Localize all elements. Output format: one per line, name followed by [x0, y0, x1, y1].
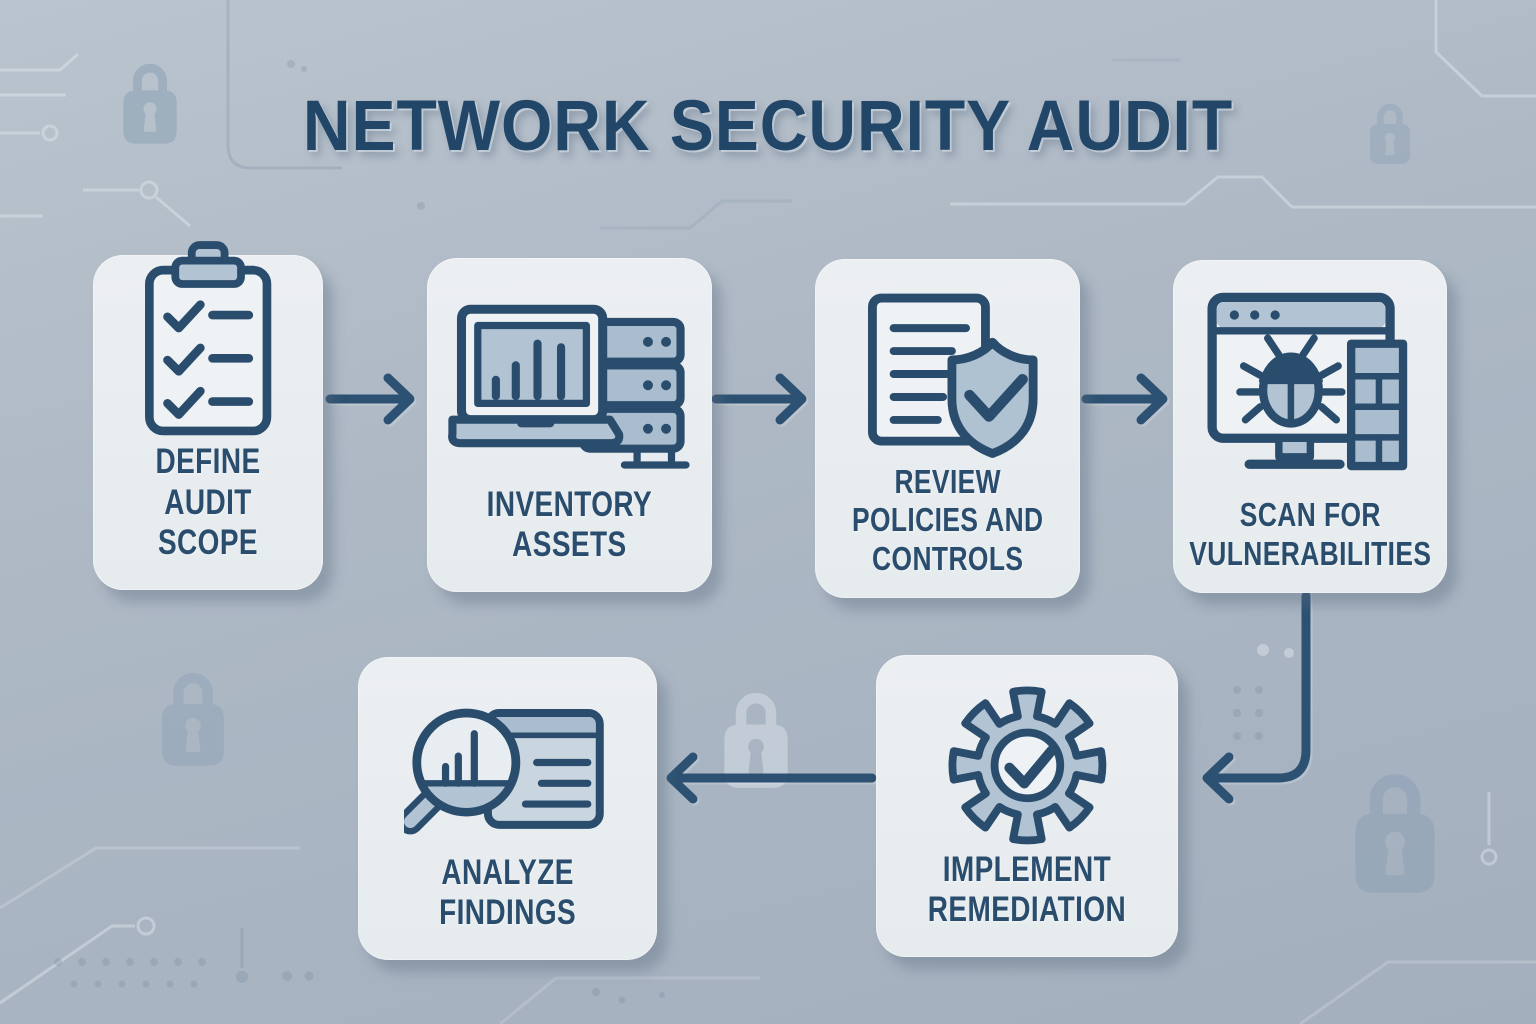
step-label: ANALYZE FINDINGS — [438, 852, 576, 933]
padlock-watermark-icon — [1355, 781, 1434, 893]
step-label: IMPLEMENT REMEDIATION — [927, 849, 1127, 930]
padlock-watermark-icon — [162, 678, 224, 766]
step-label: DEFINE AUDIT SCOPE — [155, 442, 261, 563]
step-card-analyze-findings: ANALYZE FINDINGS — [358, 657, 657, 960]
step-label: REVIEW POLICIES AND CONTROLS — [851, 463, 1044, 577]
step-card-implement-remediation: IMPLEMENT REMEDIATION — [876, 655, 1178, 957]
step-card-define-audit-scope: DEFINE AUDIT SCOPE — [93, 241, 323, 590]
browser-bug-firewall-icon — [1207, 292, 1408, 471]
padlock-watermark-icon — [724, 698, 787, 788]
document-shield-check-icon — [867, 293, 1038, 458]
step-card-review-policies-and-controls: REVIEW POLICIES AND CONTROLS — [815, 259, 1080, 598]
gear-check-icon — [948, 686, 1106, 845]
magnifier-report-icon — [403, 708, 604, 835]
page-title: NETWORK SECURITY AUDIT — [302, 87, 1234, 166]
clipboard-checklist-icon — [144, 241, 272, 436]
step-label: INVENTORY ASSETS — [486, 484, 653, 565]
laptop-server-icon — [448, 304, 690, 469]
step-label: SCAN FOR VULNERABILITIES — [1188, 496, 1432, 572]
circuit-traces-dark — [226, 0, 1180, 968]
step-card-inventory-assets: INVENTORY ASSETS — [427, 258, 712, 592]
step-card-scan-for-vulnerabilities: SCAN FOR VULNERABILITIES — [1173, 260, 1447, 593]
